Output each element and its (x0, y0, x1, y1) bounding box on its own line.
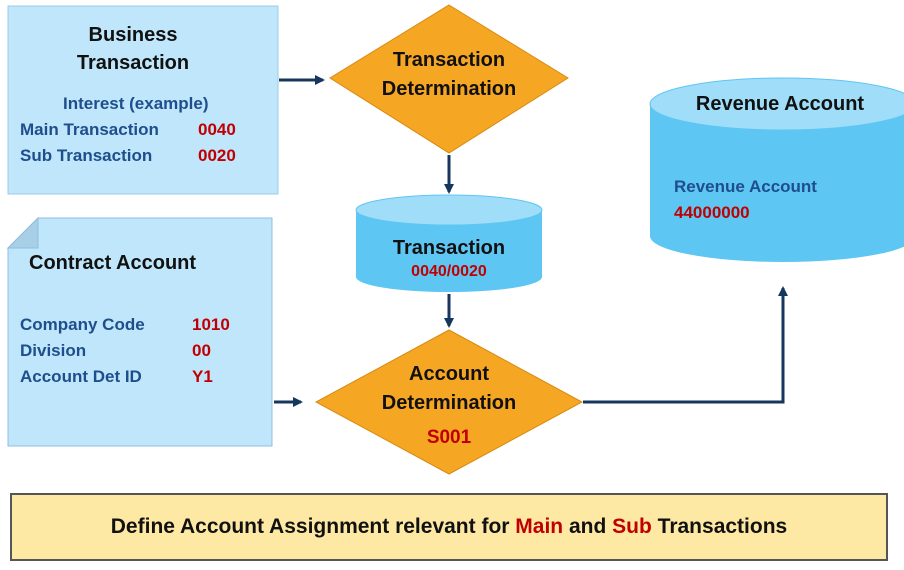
revenue-account-value: 44000000 (674, 203, 750, 222)
footer-banner: Define Account Assignment relevant for M… (10, 493, 888, 561)
transaction-store-label: Transaction (392, 237, 506, 259)
transaction-determination-line1: Transaction (392, 49, 506, 71)
account-determination-diamond (314, 329, 584, 475)
transaction-determination-diamond (329, 4, 569, 154)
main-transaction-label: Main Transaction (20, 120, 159, 139)
business-transaction-title-line2: Transaction (76, 52, 190, 74)
arrow-account-determination-to-revenue (583, 286, 788, 404)
business-transaction-title-line1: Business (88, 24, 178, 46)
note-fold (6, 216, 39, 249)
account-determination-line1: Account (409, 363, 489, 385)
account-det-id-value: Y1 (192, 367, 213, 386)
account-determination-line2: Determination (381, 392, 517, 414)
division-label: Division (20, 341, 87, 360)
business-transaction-box (7, 5, 279, 195)
division-value: 00 (192, 341, 211, 360)
revenue-account-label: Revenue Account (674, 177, 817, 196)
sub-transaction-value: 0020 (198, 146, 236, 165)
business-transaction-example: Interest (example) (63, 94, 209, 113)
main-transaction-value: 0040 (198, 120, 236, 139)
sub-transaction-label: Sub Transaction (20, 146, 153, 165)
footer-sub-word: Sub (612, 515, 652, 538)
account-determination-value: S001 (426, 427, 472, 448)
transaction-store-value: 0040/0020 (411, 263, 487, 280)
account-det-id-label: Account Det ID (20, 367, 142, 386)
footer-text-part1: Define Account Assignment relevant for (110, 515, 516, 538)
footer-main-word: Main (515, 515, 564, 538)
transaction-cylinder (355, 194, 543, 292)
company-code-value: 1010 (192, 315, 230, 334)
company-code-label: Company Code (20, 315, 145, 334)
footer-and-word: and (563, 515, 613, 538)
transaction-determination-line2: Determination (381, 78, 517, 100)
footer-text-part2: Transactions (651, 515, 788, 538)
contract-account-title: Contract Account (29, 252, 197, 274)
revenue-account-cylinder (649, 77, 904, 262)
revenue-account-title: Revenue Account (695, 93, 865, 115)
